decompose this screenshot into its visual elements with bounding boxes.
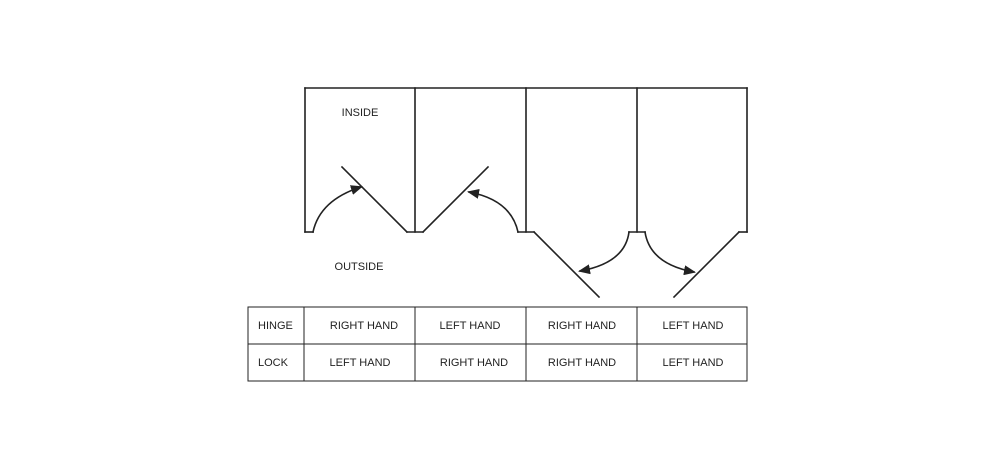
swing-arc-1 [312, 185, 363, 233]
swing-arc-3 [578, 231, 630, 275]
table-cell: RIGHT HAND [440, 357, 508, 369]
swing-arc-2 [467, 188, 519, 233]
swing-arc-4 [644, 231, 696, 276]
handing-table [247, 306, 748, 382]
inside-label: INSIDE [342, 107, 379, 119]
table-row-header-hinge: HINGE [258, 320, 293, 332]
table-cell: LEFT HAND [330, 357, 391, 369]
door-leaf-1 [340, 165, 409, 234]
door-leaf-2 [421, 165, 490, 234]
table-cell: RIGHT HAND [548, 357, 616, 369]
table-cell: RIGHT HAND [548, 320, 616, 332]
table-cell: LEFT HAND [663, 320, 724, 332]
table-cell: RIGHT HAND [330, 320, 398, 332]
table-row-header-lock: LOCK [258, 357, 289, 369]
door-leaf-3 [532, 230, 601, 299]
table-cell: LEFT HAND [663, 357, 724, 369]
table-cell: LEFT HAND [440, 320, 501, 332]
door-leaf-4 [672, 230, 741, 299]
outside-label: OUTSIDE [335, 261, 384, 273]
